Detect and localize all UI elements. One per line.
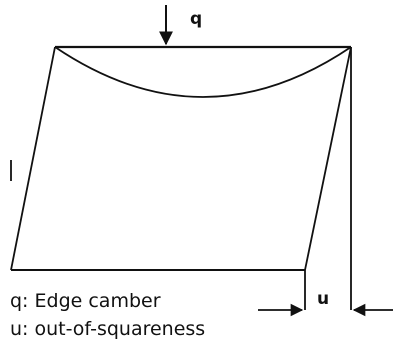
camber-curve: [54, 46, 352, 98]
q-label: q: [190, 9, 202, 29]
legend-edge-camber: q: Edge camber: [10, 290, 161, 312]
u-label: u: [317, 289, 329, 309]
sheet-right-edge: [304, 46, 352, 271]
sheet-left-edge: [10, 46, 56, 271]
legend-out-of-squareness: u: out-of-squareness: [10, 318, 206, 340]
